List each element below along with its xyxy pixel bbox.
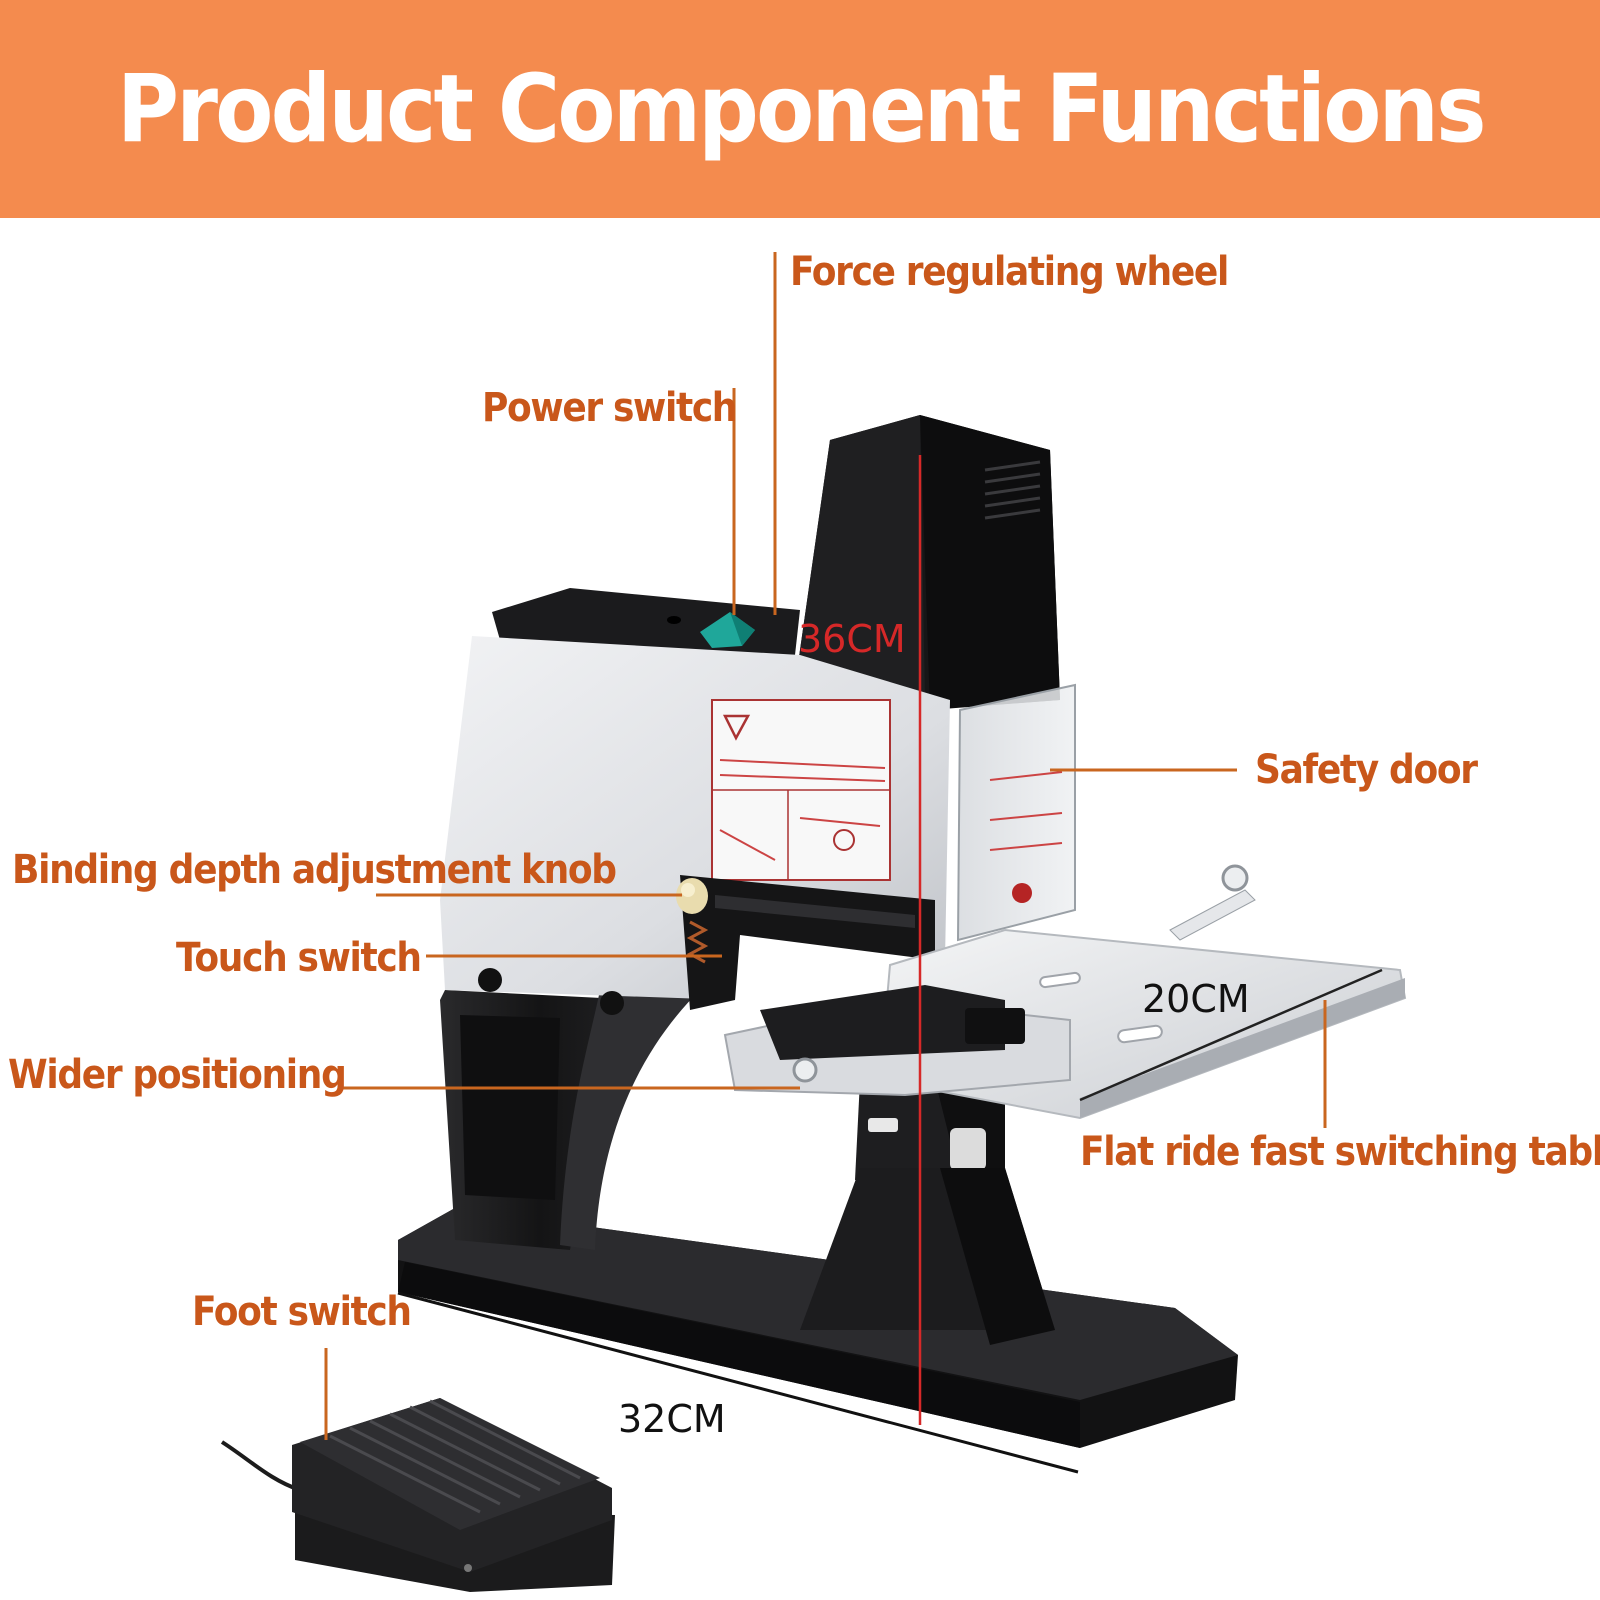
width-dimension-line xyxy=(397,1291,1079,1474)
label-wider-positioning: Wider positioning xyxy=(8,1052,347,1098)
foot-pedal-icon xyxy=(220,1398,615,1592)
label-foot-switch: Foot switch xyxy=(192,1289,412,1335)
electric-stapler-icon xyxy=(398,415,1407,1448)
dimension-depth-label: 20CM xyxy=(1142,977,1250,1021)
label-power-switch: Power switch xyxy=(482,385,737,431)
leader-lines xyxy=(324,252,1327,1440)
page-title: Product Component Functions xyxy=(116,54,1487,164)
title-banner: Product Component Functions xyxy=(0,0,1600,218)
dimension-height-label: 36CM xyxy=(798,617,906,661)
label-touch-switch: Touch switch xyxy=(176,935,422,981)
dimension-width-label: 32CM xyxy=(618,1397,726,1441)
label-force-regulating-wheel: Force regulating wheel xyxy=(790,249,1229,295)
depth-dimension-line xyxy=(1079,968,1383,1102)
label-flat-table: Flat ride fast switching table xyxy=(1080,1129,1600,1175)
label-binding-depth-knob: Binding depth adjustment knob xyxy=(12,847,617,893)
label-safety-door: Safety door xyxy=(1255,747,1478,793)
